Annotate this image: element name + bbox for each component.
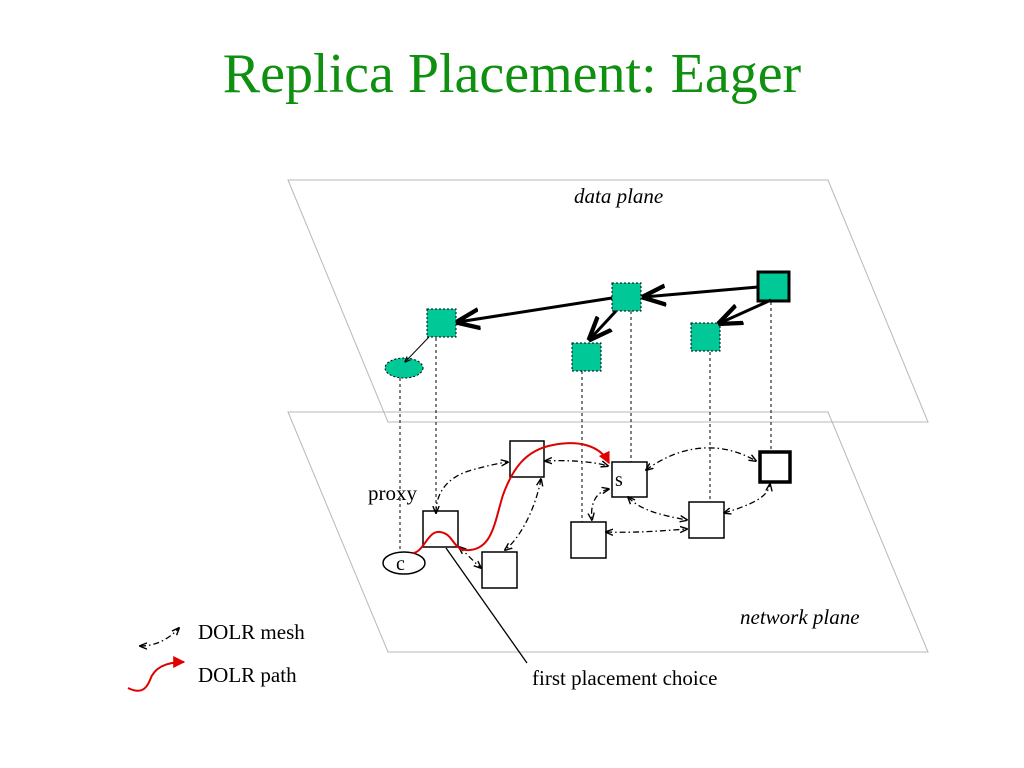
server-node — [611, 461, 648, 498]
network-nodes — [382, 440, 792, 589]
network-node-root — [758, 450, 792, 484]
replica-client — [384, 357, 424, 379]
network-node — [688, 501, 725, 539]
first-placement-pointer — [445, 547, 528, 664]
replica-root — [756, 270, 791, 303]
network-plane — [287, 411, 929, 653]
legend-mesh-label: DOLR mesh — [198, 620, 305, 644]
legend: DOLR mesh DOLR path — [127, 620, 305, 692]
replica-node — [571, 342, 602, 372]
network-plane-label: network plane — [740, 605, 860, 629]
data-plane — [287, 179, 929, 423]
replica-node — [690, 322, 721, 352]
first-placement-label: first placement choice — [532, 666, 717, 690]
legend-path-icon — [127, 656, 186, 692]
replica-node — [426, 308, 457, 338]
replica-node — [611, 282, 642, 312]
client-node — [382, 551, 426, 575]
replica-nodes — [384, 270, 791, 379]
dolr-path — [412, 442, 610, 554]
slide-title: Replica Placement: Eager — [222, 43, 802, 105]
network-node — [509, 440, 545, 478]
legend-path-label: DOLR path — [198, 663, 297, 687]
client-label: c — [396, 553, 405, 575]
network-node — [481, 551, 518, 589]
proxy-label: proxy — [368, 481, 417, 505]
legend-mesh-icon — [140, 628, 179, 646]
replica-arrows — [405, 287, 772, 362]
server-label: s — [615, 469, 623, 491]
data-plane-label: data plane — [574, 184, 663, 208]
network-node — [570, 521, 607, 559]
